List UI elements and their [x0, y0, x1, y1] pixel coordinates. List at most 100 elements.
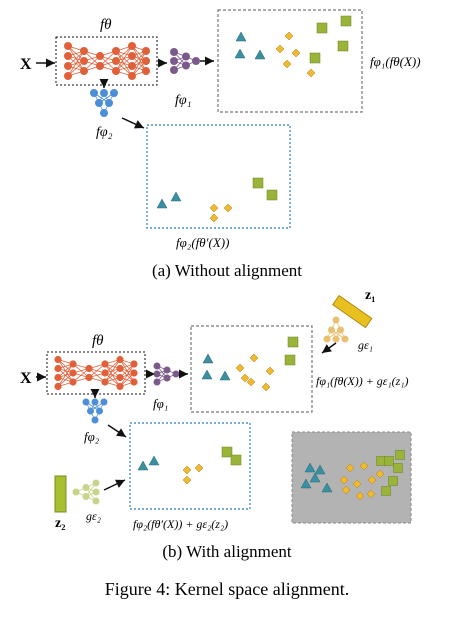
encoder-edge [115, 45, 133, 72]
square-point [337, 40, 349, 52]
encoder-network-icon-b [54, 355, 138, 391]
diamond-point [194, 463, 204, 473]
diamond-point [209, 213, 219, 223]
encoder-edge [131, 50, 147, 77]
encoder-b-node [101, 360, 109, 368]
panel-b-input-label: X [20, 370, 32, 387]
square-point [252, 177, 264, 189]
g1-node [332, 316, 340, 324]
square-point [309, 52, 321, 64]
encoder-b-node [101, 369, 109, 377]
panel-a-head2-label: fφ₂ [96, 125, 113, 140]
encoder-b-edge [104, 359, 121, 383]
head2-b-node [96, 407, 103, 415]
square-point [376, 456, 386, 466]
encoder-node [128, 42, 136, 50]
triangle-point [235, 31, 247, 42]
square-point [384, 456, 394, 466]
output2-box [146, 124, 291, 229]
encoder-b-node [116, 355, 124, 364]
output2-box-b [129, 422, 251, 510]
diamond-point [265, 366, 275, 376]
g1-node [323, 335, 331, 343]
encoder-b-node [54, 373, 62, 382]
g1-node [328, 326, 335, 334]
diamond-point [341, 485, 351, 495]
output2-points-b [137, 446, 242, 485]
diamond-point [284, 31, 294, 41]
diamond-point [240, 373, 250, 383]
panel-b: X fθ fφ₁ z₁ gε₁ fφ₁(fθ(X)) + gε₁(z₁) fφ₂ [20, 288, 412, 561]
panel-b-output2-label: fφ₂(fθ′(X)) + gε₂(z₂) [133, 517, 228, 531]
encoder-b-node [130, 369, 138, 377]
square-point [316, 22, 328, 34]
panel-a-encoder-label: fθ [100, 17, 112, 33]
encoder-b-node [85, 364, 93, 373]
encoder-node [64, 72, 72, 80]
head2-node [100, 109, 108, 117]
g1-arrow [321, 342, 337, 354]
diamond-point [209, 203, 219, 213]
encoder-box-b [46, 351, 146, 395]
merged-points [300, 450, 405, 501]
square-point [221, 446, 233, 458]
diamond-point [355, 491, 365, 501]
head2-node [105, 99, 113, 107]
panel-b-g1-label: gε₁ [358, 338, 373, 352]
encoder-node [80, 67, 88, 75]
encoder-box [55, 36, 158, 86]
head1-network-icon [170, 48, 200, 74]
triangle-point [321, 482, 333, 493]
diamond-point [235, 363, 245, 373]
square-point [381, 486, 391, 496]
g2-node [92, 497, 100, 505]
triangle-point [201, 369, 213, 380]
panel-a: X fθ fφ₁ fφ₁(fθ(X)) fφ₂ fφ₂(fθ′(X)) (a) … [20, 9, 421, 280]
encoder-b-node [85, 373, 93, 382]
diamond-point [282, 59, 292, 69]
square-point [284, 354, 296, 366]
encoder-b-node [54, 382, 62, 391]
g2-node [72, 488, 80, 496]
triangle-point [234, 48, 246, 59]
diamond-point [182, 475, 192, 485]
panel-b-head1-label: fφ₁ [153, 396, 168, 411]
encoder-b-node [116, 364, 124, 373]
square-point [393, 463, 403, 473]
panel-a-output1-label: fφ₁(fθ(X)) [370, 54, 421, 69]
figure-caption: Figure 4: Kernel space alignment. [105, 579, 349, 599]
square-point [230, 454, 242, 466]
encoder-b-node [54, 364, 62, 373]
g2-node [82, 493, 90, 500]
encoder-b-node [116, 373, 124, 382]
triangle-point [202, 353, 214, 364]
output1-points [234, 15, 352, 78]
panel-a-input-label: X [20, 56, 32, 73]
head1-b-node [153, 370, 161, 378]
g2-node [82, 484, 90, 491]
encoder-network-icon [64, 42, 150, 80]
z1-vector-icon [332, 294, 373, 329]
encoder-node [80, 47, 88, 55]
g1-node [337, 326, 344, 334]
output2-points [156, 177, 278, 223]
triangle-point [148, 455, 160, 466]
panel-a-head1-label: fφ₁ [175, 93, 192, 108]
panel-a-output2-label: fφ₂(fθ′(X)) [176, 235, 229, 250]
encoder-node [112, 57, 120, 65]
head1-b-node [172, 370, 180, 378]
head2-node [100, 89, 108, 97]
triangle-point [304, 462, 316, 473]
g1-node [332, 335, 340, 343]
square-point [395, 450, 405, 460]
diamond-point [182, 465, 192, 475]
encoder-node [128, 62, 136, 70]
panel-b-output1-label: fφ₁(fθ(X)) + gε₁(z₁) [316, 374, 409, 388]
diamond-point [223, 203, 233, 213]
head1-node [192, 57, 200, 65]
encoder-node [142, 67, 150, 75]
square-point [287, 336, 299, 348]
encoder-node [112, 67, 120, 75]
diamond-point [291, 48, 301, 58]
